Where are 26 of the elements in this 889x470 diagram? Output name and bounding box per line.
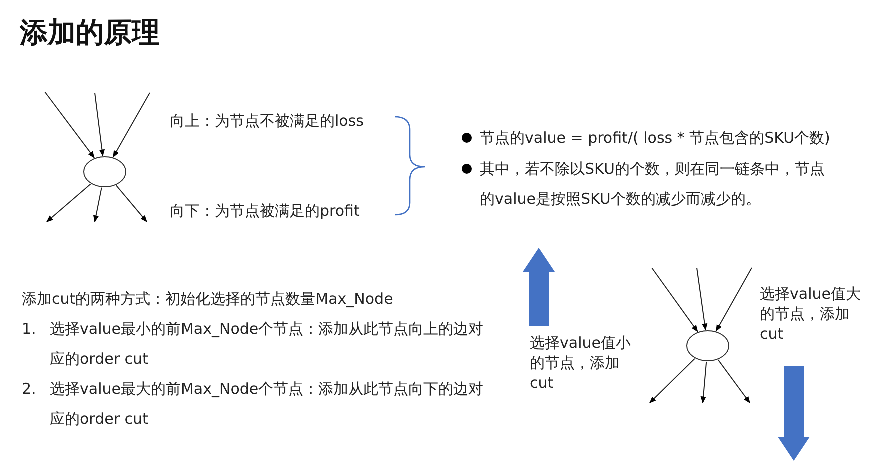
node-ellipse	[83, 156, 127, 188]
arrow	[112, 92, 150, 158]
list-number: 1.	[22, 319, 38, 340]
title: 添加的原理	[20, 15, 160, 51]
arrow	[94, 92, 105, 157]
arrow	[696, 268, 708, 331]
list-number: 2.	[22, 379, 38, 400]
arrow	[650, 358, 696, 404]
arrow	[700, 361, 708, 404]
arrow	[716, 268, 752, 332]
arrow	[116, 185, 148, 223]
arrow	[46, 184, 92, 222]
text-label: 向下：为节点被满足的profit	[170, 201, 361, 222]
text-label: 向上：为节点不被满足的loss	[170, 111, 365, 132]
arrow	[718, 360, 750, 404]
node-ellipse	[686, 330, 730, 362]
arrow	[652, 268, 698, 332]
bullet-text: 其中，若不除以SKU的个数，则在同一链条中，节点的value是按照SKU个数的减少而减少的。	[480, 159, 826, 210]
text-label: 选择value值大的节点，添加cut	[760, 284, 862, 344]
arrow	[94, 187, 102, 223]
arrow	[44, 92, 95, 159]
text-label: 选择value最小的前Max_Node个节点：添加从此节点向上的边对应的order cut	[50, 319, 485, 370]
text-label: 选择value最大的前Max_Node个节点：添加从此节点向下的边对应的order cut	[50, 379, 485, 430]
bullet-text: 节点的value = profit/( loss * 节点包含的SKU个数)	[480, 128, 832, 149]
text-label: 添加cut的两种方式：初始化选择的节点数量Max_Node	[22, 289, 394, 310]
text-label: 选择value值小的节点，添加cut	[530, 333, 632, 393]
